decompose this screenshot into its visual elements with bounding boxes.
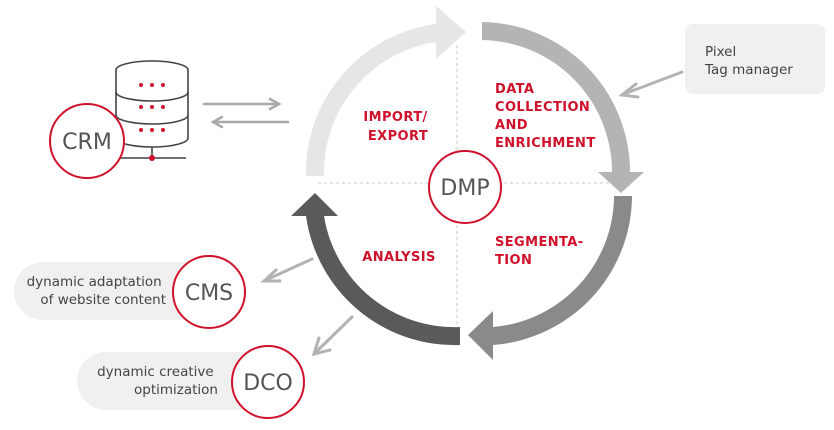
label-segmentation-line2: TION — [495, 253, 532, 268]
cms-description: dynamic adaptation of website content — [27, 274, 166, 308]
label-data-collection-line2: COLLECTION — [495, 100, 590, 115]
cms-circle — [172, 255, 246, 329]
label-segmentation: SEGMENTA- TION — [495, 235, 588, 268]
cycle-arrow-analysis — [291, 193, 460, 346]
pixel-box-line1: Pixel — [705, 44, 736, 60]
crm-exchange-arrows — [202, 97, 290, 129]
dco-circle — [231, 345, 305, 419]
dmp-circle — [428, 150, 502, 224]
pixel-box — [685, 24, 825, 94]
label-import-export-line2: EXPORT — [368, 129, 428, 144]
label-data-collection-line3: AND — [495, 118, 528, 133]
pixel-arrow — [618, 70, 684, 99]
label-segmentation-line1: SEGMENTA- — [495, 235, 584, 250]
label-import-export-line1: IMPORT/ — [363, 110, 427, 125]
cycle-arrow-segmentation — [468, 196, 632, 360]
dco-description: dynamic creative optimization — [97, 364, 218, 398]
dco-description-box — [77, 352, 277, 410]
cycle-arrow-data-collection — [482, 22, 644, 193]
cms-arrow — [260, 257, 314, 283]
cms-description-line2: of website content — [40, 292, 166, 308]
label-analysis: ANALYSIS — [362, 250, 435, 265]
cms-description-box — [14, 262, 224, 320]
cms-description-line1: dynamic adaptation — [27, 274, 162, 290]
label-data-collection-line1: DATA — [495, 82, 534, 97]
label-import-export: IMPORT/ EXPORT — [363, 110, 432, 144]
cms-label: CMS — [185, 281, 233, 306]
label-data-collection-line4: ENRICHMENT — [495, 136, 596, 151]
pixel-box-line2: Tag manager — [704, 62, 793, 78]
dco-description-line1: dynamic creative — [97, 364, 214, 380]
dco-description-line2: optimization — [134, 382, 218, 398]
database-server-icon — [115, 60, 189, 161]
dco-label: DCO — [243, 371, 293, 396]
cycle-arrow-import-export — [305, 6, 466, 176]
pixel-box-label: Pixel Tag manager — [704, 44, 793, 78]
label-data-collection: DATA COLLECTION AND ENRICHMENT — [495, 82, 596, 151]
crm-label: CRM — [62, 130, 112, 155]
dmp-label: DMP — [440, 176, 489, 201]
dco-arrow — [311, 315, 354, 357]
crm-circle — [49, 103, 125, 179]
